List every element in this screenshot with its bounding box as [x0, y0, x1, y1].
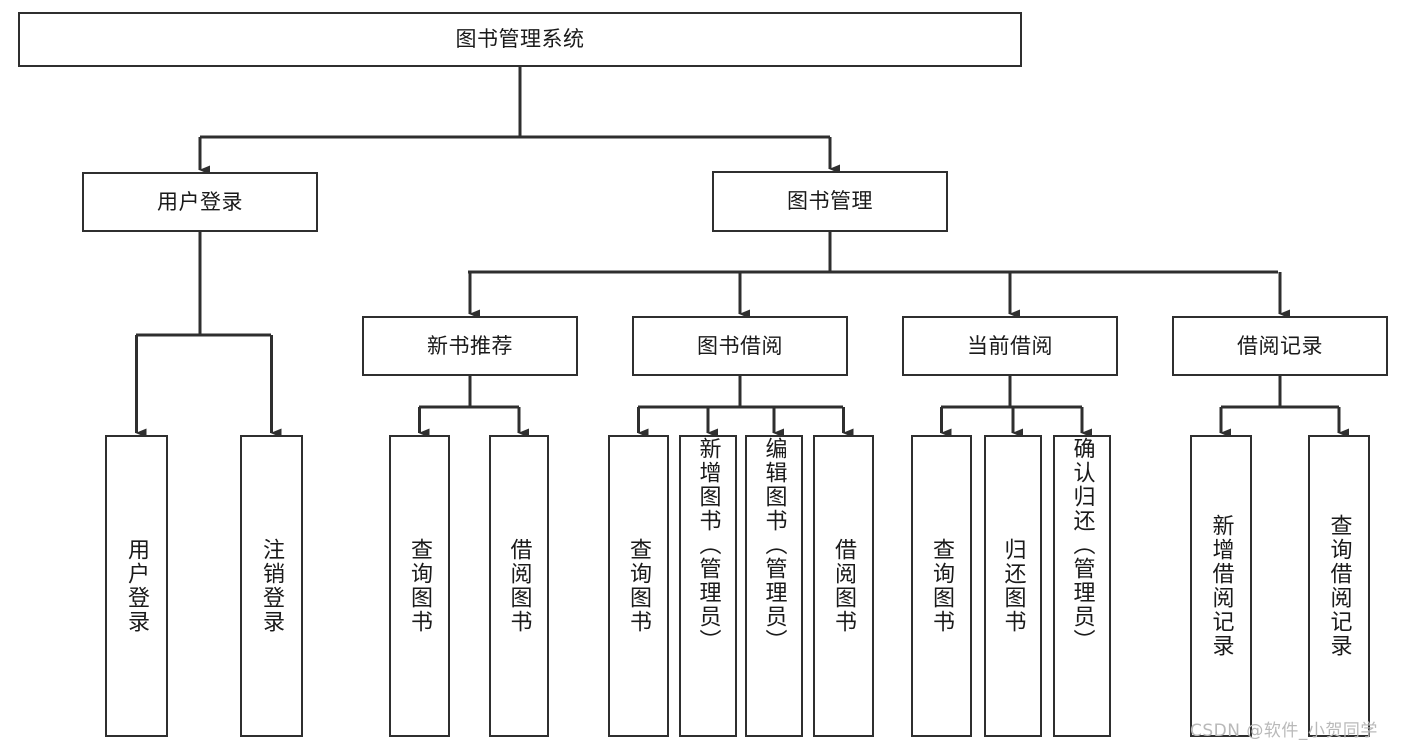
node-root-system: 图书管理系统 [18, 12, 1022, 67]
leaf-query-book-recommend: 查询图书 [389, 435, 450, 737]
leaf-query-book-recommend-label: 查询图书 [407, 538, 433, 634]
leaf-edit-book-admin: 编辑图书（管理员） [745, 435, 803, 737]
node-new-book-recommend-label: 新书推荐 [427, 333, 513, 358]
node-new-book-recommend: 新书推荐 [362, 316, 578, 376]
leaf-add-book-admin-label: 新增图书（管理员） [695, 437, 721, 653]
node-book-management-label: 图书管理 [787, 189, 873, 214]
leaf-logout: 注销登录 [240, 435, 303, 737]
leaf-query-borrow-record: 查询借阅记录 [1308, 435, 1370, 737]
leaf-query-book-current: 查询图书 [911, 435, 972, 737]
leaf-query-book-borrow-label: 查询图书 [626, 538, 652, 634]
leaf-logout-label: 注销登录 [259, 538, 285, 634]
leaf-borrow-book-recommend: 借阅图书 [489, 435, 549, 737]
leaf-add-borrow-record: 新增借阅记录 [1190, 435, 1252, 737]
leaf-user-login-label: 用户登录 [124, 538, 150, 634]
leaf-return-book: 归还图书 [984, 435, 1042, 737]
leaf-query-borrow-record-label: 查询借阅记录 [1326, 514, 1352, 658]
leaf-confirm-return-admin: 确认归还（管理员） [1053, 435, 1111, 737]
leaf-borrow-book: 借阅图书 [813, 435, 874, 737]
leaf-query-book-borrow: 查询图书 [608, 435, 669, 737]
leaf-add-borrow-record-label: 新增借阅记录 [1208, 514, 1234, 658]
node-current-borrow-label: 当前借阅 [967, 333, 1053, 358]
node-user-login: 用户登录 [82, 172, 318, 232]
leaf-query-book-current-label: 查询图书 [929, 538, 955, 634]
leaf-edit-book-admin-label: 编辑图书（管理员） [761, 437, 787, 653]
node-user-login-label: 用户登录 [157, 189, 243, 214]
node-current-borrow: 当前借阅 [902, 316, 1118, 376]
node-book-borrow-label: 图书借阅 [697, 333, 783, 358]
node-borrow-record-label: 借阅记录 [1237, 333, 1323, 358]
leaf-user-login: 用户登录 [105, 435, 168, 737]
node-book-management: 图书管理 [712, 171, 948, 232]
node-borrow-record: 借阅记录 [1172, 316, 1388, 376]
leaf-borrow-book-label: 借阅图书 [831, 538, 857, 634]
leaf-confirm-return-admin-label: 确认归还（管理员） [1069, 437, 1095, 653]
node-book-borrow: 图书借阅 [632, 316, 848, 376]
leaf-borrow-book-recommend-label: 借阅图书 [506, 538, 532, 634]
leaf-add-book-admin: 新增图书（管理员） [679, 435, 737, 737]
leaf-return-book-label: 归还图书 [1000, 538, 1026, 634]
node-root-system-label: 图书管理系统 [455, 27, 585, 52]
